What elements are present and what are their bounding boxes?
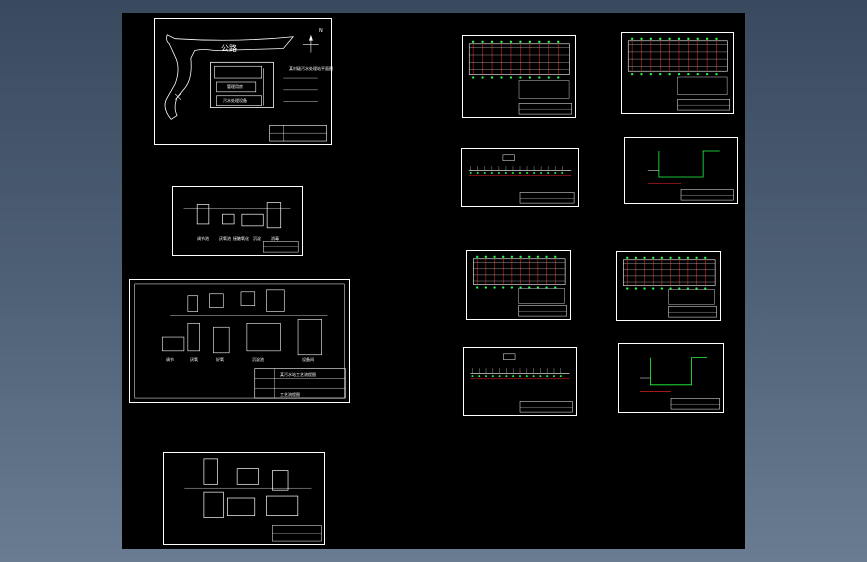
site-plan-drawing [164,34,327,142]
thumbnail-drawing [468,154,575,204]
thumbnail-drawing [623,256,717,318]
equipment-drawing [184,458,322,542]
thumbnail-drawing [470,353,573,413]
thumbnail-drawing [640,357,720,410]
thumbnail-drawing [647,150,734,201]
sheet-process-flow[interactable]: 调节 厌氧 好氧 沉淀池 设备间 某污水站工艺流程图 工艺流程图 [129,279,350,403]
proc-label-4: 沉淀 [253,236,261,241]
sheet-process-small[interactable]: 调节池 厌氧池 接触氧化 沉淀 消毒 [172,186,303,256]
flow-label-2: 厌氧 [190,357,198,362]
sheet-thumbnail-7[interactable] [463,347,577,416]
process-flow-drawing [134,283,346,399]
thumbnail-drawing [473,255,567,317]
proc-label-1: 调节池 [197,236,209,241]
flow-tb-sub: 工艺流程图 [280,392,300,397]
building-label: 管理用房 [227,84,243,89]
sheet-thumbnail-1[interactable] [462,35,576,118]
legend-title: 某村级污水处理站平面图 [289,66,333,71]
north-arrow-label: N [319,28,323,34]
site-road-label: 公路 [221,44,237,53]
flow-label-3: 好氧 [216,357,224,362]
sheet-site-plan[interactable]: 公路 N 某村级污水处理站平面图 管理用房 污水处理设备 [154,18,333,145]
flow-label-4: 沉淀池 [252,357,264,362]
flow-label-1: 调节 [166,357,174,362]
sheet-thumbnail-6[interactable] [616,251,721,321]
thumbnail-drawing [468,40,572,115]
sheet-thumbnail-5[interactable] [466,250,571,320]
drawing-canvas[interactable]: 公路 N 某村级污水处理站平面图 管理用房 污水处理设备 调节池 厌氧池 接触氧… [122,13,745,549]
proc-label-3: 接触氧化 [233,236,249,241]
sheet-thumbnail-3[interactable] [461,148,579,207]
flow-tb-title: 某污水站工艺流程图 [280,372,316,377]
sheet-equipment[interactable] [163,452,325,545]
proc-label-2: 厌氧池 [219,236,231,241]
sheet-thumbnail-4[interactable] [624,137,738,204]
flow-label-5: 设备间 [302,357,314,362]
equipment-label: 污水处理设备 [223,98,247,103]
thumbnail-drawing [627,37,730,111]
sheet-thumbnail-2[interactable] [621,32,734,114]
sheet-thumbnail-8[interactable] [618,343,724,413]
proc-label-5: 消毒 [271,236,279,241]
process-small-drawing [183,202,299,253]
